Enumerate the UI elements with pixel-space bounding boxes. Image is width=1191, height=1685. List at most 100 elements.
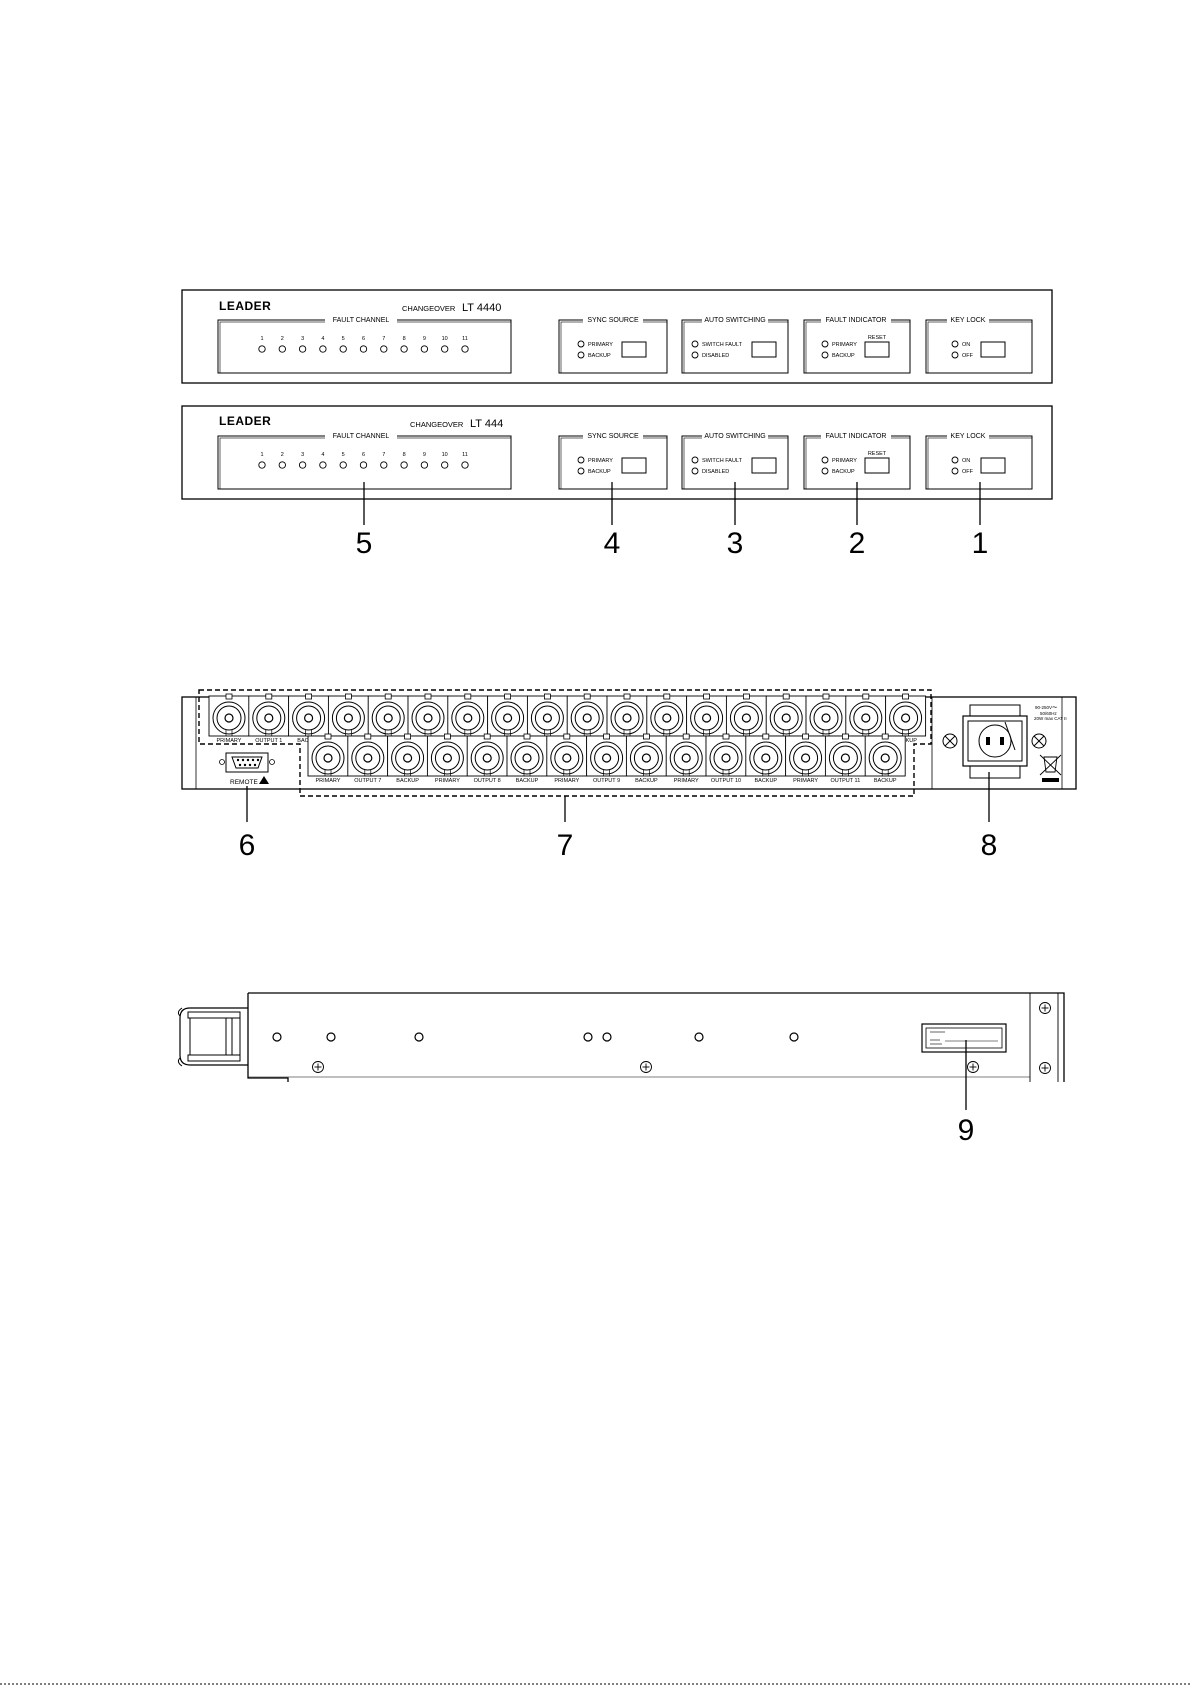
fault-channel-title: FAULT CHANNEL [333,317,390,324]
bnc-label: PRIMARY [316,778,341,784]
front-callouts: 5 4 3 2 1 [356,482,988,560]
fault-channel-led [298,461,307,469]
bnc-connector [845,693,887,737]
bnc-connector [367,693,409,737]
bnc-connector [725,693,767,737]
bnc-connector [785,733,827,777]
bnc-connector [864,733,906,777]
fault-channel-title: FAULT CHANNEL [333,433,390,440]
fault-channel-led [258,345,266,353]
fault-channel-number: 4 [321,336,324,342]
fault-channel-number: 5 [342,452,345,458]
sync-source-button[interactable] [621,457,647,474]
switch-fault-led [691,456,699,464]
auto-switching-button[interactable] [751,341,777,358]
vent-hole [272,1032,282,1042]
bnc-label: OUTPUT 7 [354,778,381,784]
auto-switching-title: AUTO SWITCHING [704,433,765,440]
bnc-label: OUTPUT 1 [255,738,282,744]
fault-channel-led [441,345,449,353]
reset-button[interactable] [864,457,890,474]
fault-channel-number: 4 [321,452,324,458]
screw-icon [1039,1062,1051,1074]
fault-channel-led [420,345,429,353]
switch-fault-label: SWITCH FAULT [702,458,743,464]
bnc-connector [805,693,847,737]
fault-channel-number: 2 [281,452,284,458]
side-screws [312,1002,1051,1074]
reset-label: RESET [868,451,887,457]
bnc-connector [426,733,468,777]
fault-channel-led [441,461,449,469]
bnc-connector [705,733,747,777]
key-lock-button[interactable] [980,341,1006,358]
vent-hole [694,1032,704,1042]
bnc-connector [586,733,628,777]
key-lock-on-led [951,340,959,348]
fi-primary-led [821,340,829,348]
vent-hole [789,1032,799,1042]
bnc-connector [288,693,330,737]
sync-primary-label: PRIMARY [588,458,613,464]
bnc-connector [327,693,369,737]
fault-channel-led [461,345,469,353]
screw-icon [967,1061,979,1073]
brand-logo-text: LEADER [219,299,271,313]
bnc-connector [606,693,648,737]
bnc-connector [466,733,508,777]
vent-hole [414,1032,424,1042]
sync-source-group: SYNC SOURCE PRIMARY BACKUP [558,430,668,490]
fault-channel-number: 2 [281,336,284,342]
fault-channel-number: 11 [462,336,468,342]
switch-fault-label: SWITCH FAULT [702,342,743,348]
power-rating-3: 20W max CAT II [1034,716,1067,721]
sync-backup-label: BACKUP [588,353,611,359]
bnc-connector [307,733,349,777]
bnc-label: BACKUP [874,778,897,784]
ac-icon: ~ [1052,702,1057,712]
sync-source-button[interactable] [621,341,647,358]
key-lock-title: KEY LOCK [951,317,986,324]
bnc-label: BACKUP [635,778,658,784]
fault-channel-number: 11 [462,452,468,458]
bnc-label: PRIMARY [217,738,242,744]
sync-source-group: SYNC SOURCE PRIMARY BACKUP [558,314,668,374]
fault-channel-number: 8 [403,336,406,342]
callout-8: 8 [981,829,998,862]
fi-backup-led [821,467,829,475]
bnc-label: PRIMARY [554,778,579,784]
bnc-connector [447,693,489,737]
remote-connector: REMOTE [219,752,275,786]
callout-6: 6 [239,829,256,862]
key-lock-off-label: OFF [962,353,974,359]
bnc-block-outline [198,689,932,797]
fault-channel-number: 3 [301,336,304,342]
callout-3: 3 [727,527,744,560]
key-lock-off-led [951,351,959,359]
key-lock-button[interactable] [980,457,1006,474]
auto-switching-button[interactable] [751,457,777,474]
bnc-connector [745,733,787,777]
callout-2: 2 [849,527,866,560]
front-panel-body [181,289,1053,384]
bnc-connector [248,693,290,737]
fault-channel-led [339,345,347,353]
fault-channel-led [359,345,368,353]
front-panel-body [181,405,1053,500]
fi-primary-label: PRIMARY [832,342,857,348]
front-panel-lt4440: LEADER CHANGEOVER LT 4440 FAULT CHANNEL … [181,289,1053,384]
disabled-label: DISABLED [702,469,729,475]
reset-button[interactable] [864,341,890,358]
vent-hole [583,1032,593,1042]
fault-channel-number: 8 [403,452,406,458]
power-inlet: 90-250V ~ 50/60Hz 20W max CAT II [942,702,1067,782]
front-panel-lt444: LEADER CHANGEOVER LT 444 FAULT CHANNEL 1… [181,405,1053,500]
sync-primary-led [577,340,585,348]
fault-channel-led [359,461,368,469]
fi-backup-label: BACKUP [832,469,855,475]
